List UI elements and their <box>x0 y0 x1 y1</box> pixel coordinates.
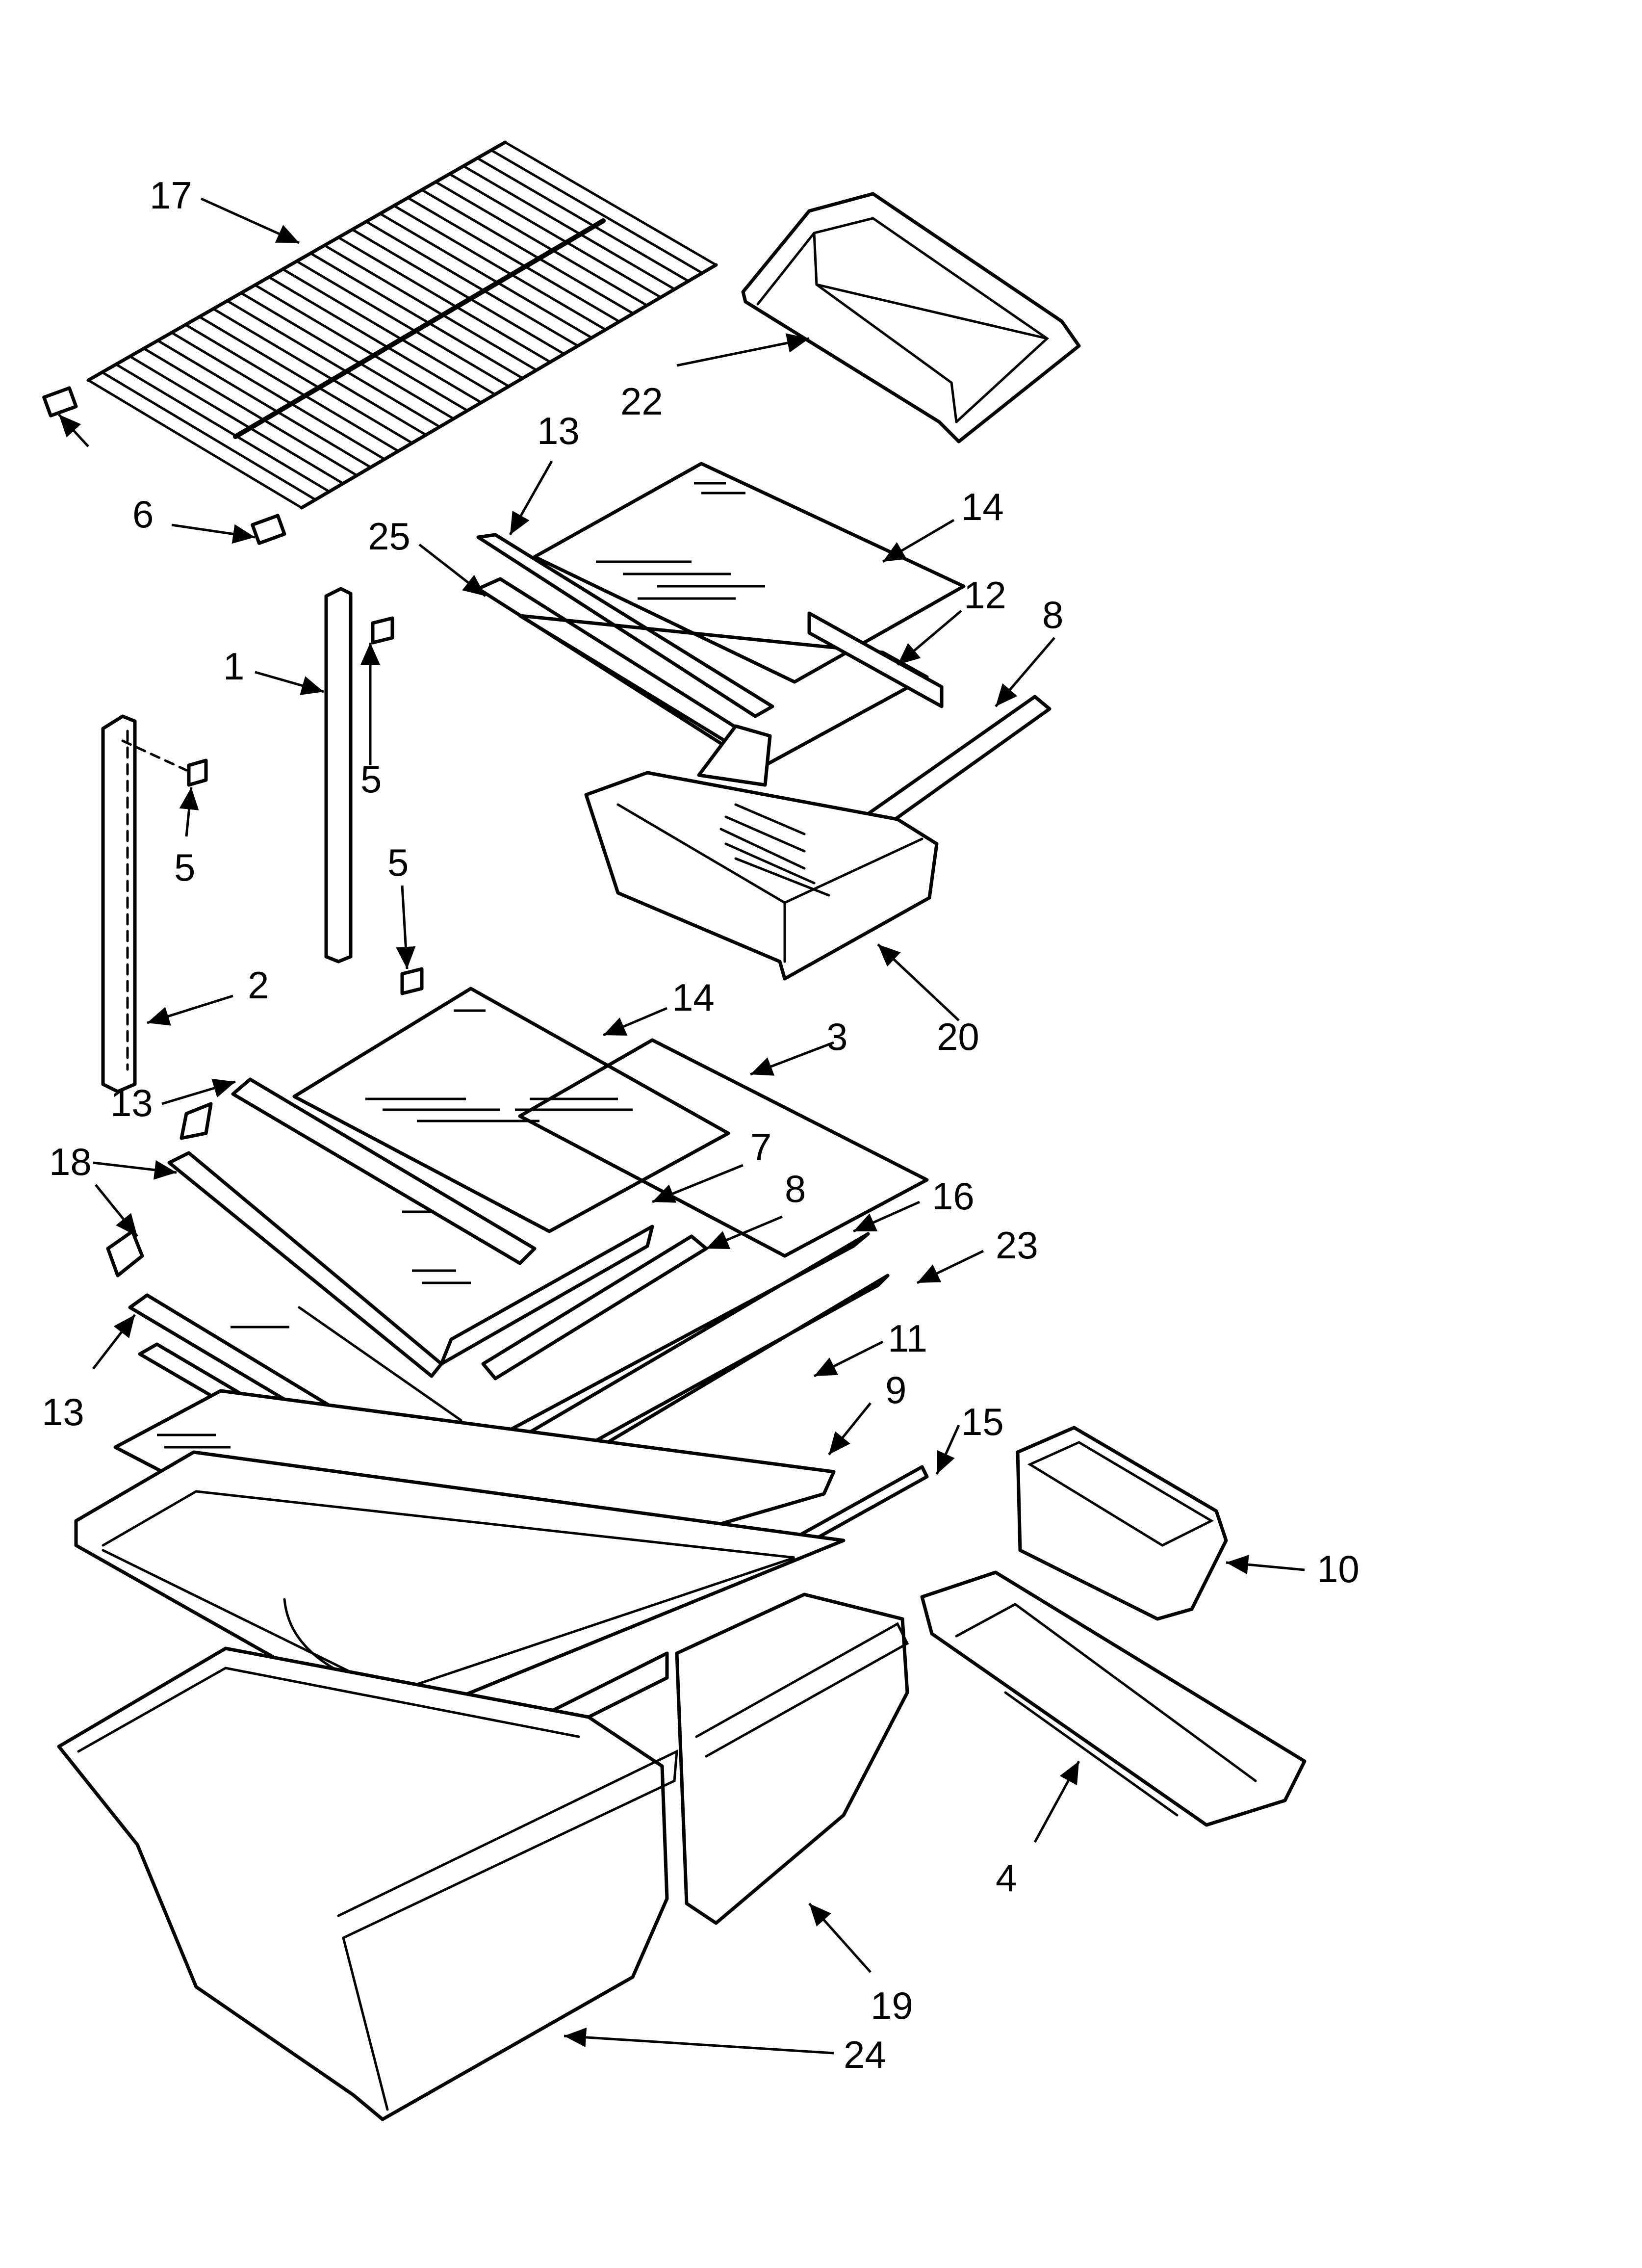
label-25: 25 <box>368 515 410 558</box>
rail-left <box>101 714 137 1094</box>
label-23: 23 <box>996 1224 1038 1267</box>
screws <box>121 616 424 995</box>
label-24: 24 <box>844 2033 886 2076</box>
label-3: 3 <box>826 1015 847 1058</box>
label-4: 4 <box>996 1856 1017 1900</box>
label-5-right: 5 <box>360 757 382 801</box>
large-crisper <box>57 1646 678 2121</box>
shelf-wire <box>490 149 704 274</box>
label-11: 11 <box>888 1317 927 1360</box>
shelf-wire <box>142 347 359 477</box>
upper-shelf-glass <box>533 462 966 684</box>
label-8-upper: 8 <box>1042 593 1063 636</box>
label-22: 22 <box>620 380 663 423</box>
shelf-wire <box>337 236 552 364</box>
label-13-lower: 13 <box>42 1390 84 1434</box>
shelf-wire <box>504 141 718 266</box>
wire-shelf <box>42 140 718 545</box>
label-14-middle: 14 <box>672 976 715 1019</box>
label-12: 12 <box>964 574 1006 617</box>
label-13-middle: 13 <box>110 1081 153 1124</box>
shelf-wire <box>295 260 510 388</box>
label-2: 2 <box>248 964 269 1007</box>
shelf-wire <box>309 252 524 380</box>
shelf-wire <box>254 284 469 412</box>
label-17: 17 <box>150 174 192 217</box>
label-7: 7 <box>750 1125 771 1169</box>
part-labels: 17 22 6 13 25 14 12 8 1 5 5 5 2 20 14 3 … <box>42 174 1360 2076</box>
label-10: 10 <box>1317 1547 1360 1590</box>
shelf-wire <box>156 339 372 469</box>
label-16: 16 <box>932 1174 975 1218</box>
shelf-wire <box>128 355 344 485</box>
upper-shelf-frame <box>476 533 944 767</box>
shelf-wire <box>351 228 565 355</box>
leader-lines <box>58 197 1305 2055</box>
label-1: 1 <box>223 645 244 688</box>
shelf-wire <box>365 220 579 347</box>
shelf-wire <box>267 276 483 404</box>
shelf-wire <box>282 268 496 396</box>
shelf-wire <box>392 204 607 331</box>
label-13-upper: 13 <box>537 409 580 452</box>
label-8-middle: 8 <box>785 1167 806 1210</box>
small-crisper <box>675 1592 909 1925</box>
shelf-wire <box>101 371 317 501</box>
shelf-wire <box>434 181 648 307</box>
label-19: 19 <box>871 1984 913 2027</box>
shelf-wire <box>420 188 635 315</box>
label-20: 20 <box>937 1015 979 1058</box>
label-18: 18 <box>49 1140 92 1183</box>
shelf-wire <box>240 291 455 420</box>
shelf-wire <box>407 196 621 323</box>
middle-glass-lower <box>518 1038 929 1258</box>
middle-glass-upper <box>292 987 730 1233</box>
shelf-wire <box>462 165 676 290</box>
shelf-wire <box>212 308 427 436</box>
label-5-bottom: 5 <box>387 841 409 884</box>
top-pan <box>741 192 1081 443</box>
control-bracket <box>920 1570 1307 1827</box>
label-9: 9 <box>885 1368 906 1411</box>
shelf-wire <box>476 156 690 283</box>
meat-drawer <box>584 724 939 981</box>
shelf-wire <box>323 244 538 371</box>
shelf-wire <box>448 173 662 299</box>
shelf-wire <box>184 323 400 452</box>
shelf-wire <box>226 299 441 428</box>
rail-right <box>324 587 353 964</box>
label-14-upper: 14 <box>961 485 1004 528</box>
shelf-wire <box>87 379 303 509</box>
small-bin <box>1016 1426 1228 1621</box>
shelf-wire <box>170 331 386 461</box>
label-6: 6 <box>132 493 154 536</box>
shelf-wire <box>379 212 593 339</box>
label-5-left: 5 <box>174 846 195 889</box>
label-15: 15 <box>961 1400 1004 1443</box>
shelf-wire <box>198 315 413 444</box>
shelf-wire <box>115 363 331 493</box>
